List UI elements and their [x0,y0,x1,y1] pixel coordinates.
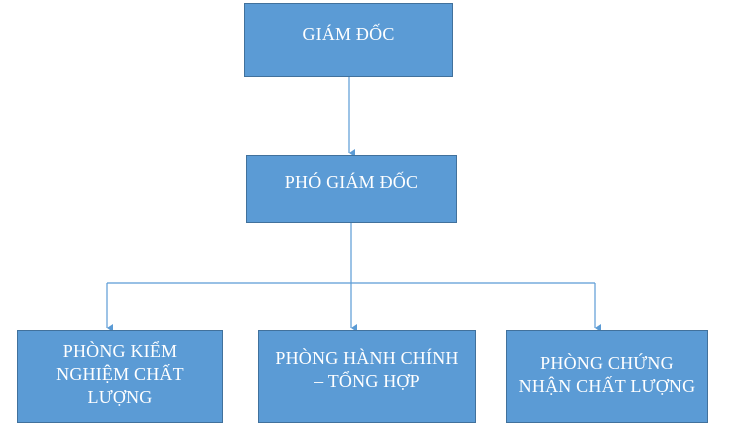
quality-certification-dept-label: PHÒNG CHỨNG NHẬN CHẤT LƯỢNG [518,352,696,396]
quality-certification-dept-box: PHÒNG CHỨNG NHẬN CHẤT LƯỢNG [506,330,708,423]
admin-general-dept-label: PHÒNG HÀNH CHÍNH – TỔNG HỢP [275,347,459,391]
director-box: GIÁM ĐỐC [244,3,453,77]
admin-general-dept-box: PHÒNG HÀNH CHÍNH – TỔNG HỢP [258,330,476,423]
quality-testing-dept-box: PHÒNG KIỂM NGHIỆM CHẤT LƯỢNG [17,330,223,423]
deputy-director-box: PHÓ GIÁM ĐỐC [246,155,457,223]
quality-testing-dept-label: PHÒNG KIỂM NGHIỆM CHẤT LƯỢNG [56,341,184,407]
deputy-director-label: PHÓ GIÁM ĐỐC [284,171,419,192]
director-label: GIÁM ĐỐC [302,23,395,44]
